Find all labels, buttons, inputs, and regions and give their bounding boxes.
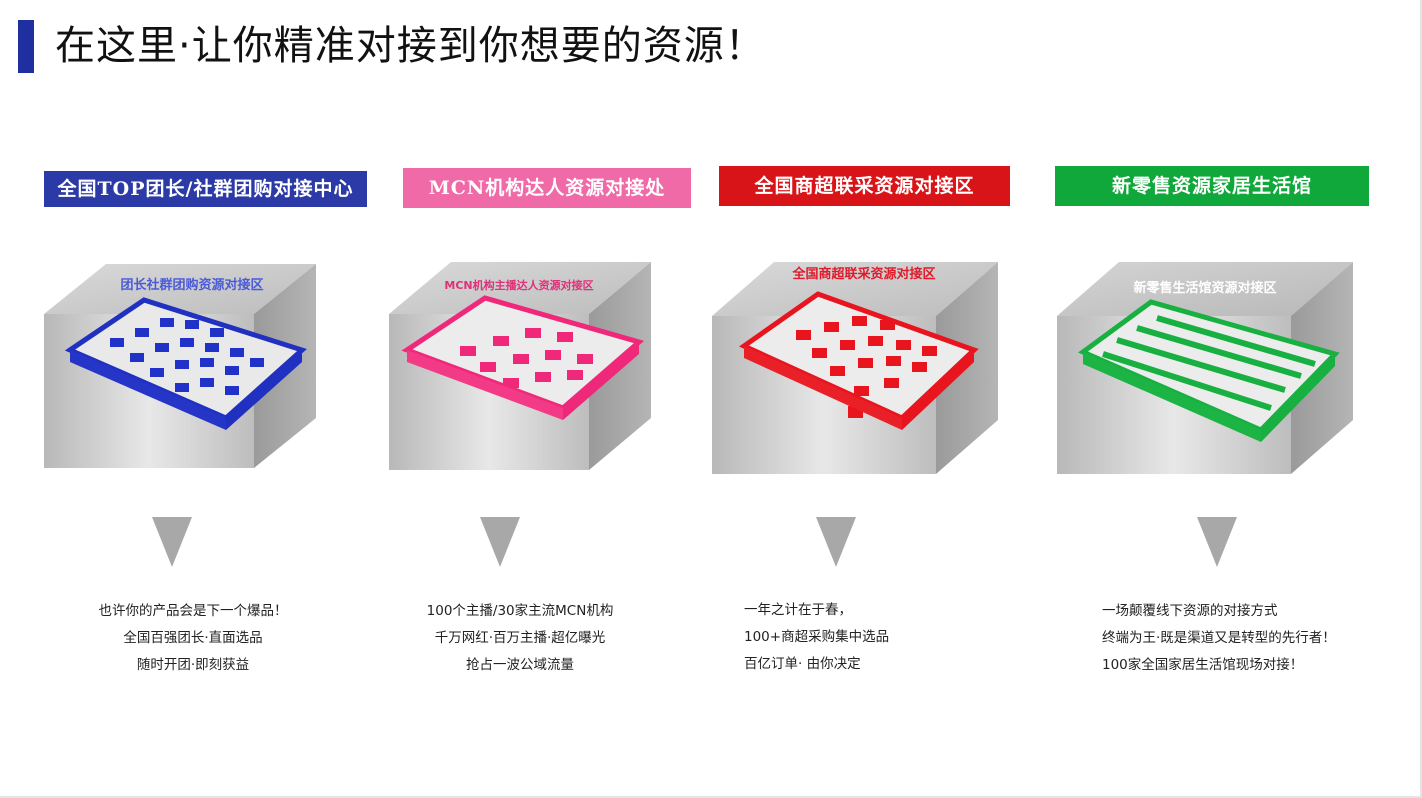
mcn-hall-image: MCN机构主播达人资源对接区 bbox=[389, 262, 651, 470]
group-buying-hall-image: 团长社群团购资源对接区 bbox=[44, 264, 316, 468]
description-line: 100+商超采购集中选品 bbox=[744, 629, 890, 645]
title-accent-bar bbox=[18, 20, 34, 73]
box-caption: 新零售生活馆资源对接区 bbox=[1133, 280, 1276, 296]
description-line: 随时开团·即刻获益 bbox=[136, 657, 250, 673]
zone-description: 一场颠覆线下资源的对接方式 终端为王·既是渠道又是转型的先行者！ 100家全国家… bbox=[1102, 598, 1362, 679]
zone-description: 100个主播/30家主流MCN机构 千万网红·百万主播·超亿曝光 抢占一波公域流… bbox=[405, 598, 635, 679]
description-line: 百亿订单· 由你决定 bbox=[744, 656, 861, 672]
zone-label-new-retail: 新零售资源家居生活馆 bbox=[1055, 166, 1369, 206]
down-arrow-icon bbox=[816, 517, 856, 567]
description-line: 一场颠覆线下资源的对接方式 bbox=[1102, 603, 1278, 619]
page-title: 在这里·让你精准对接到你想要的资源！ bbox=[55, 23, 766, 69]
description-line: 100家全国家居生活馆现场对接！ bbox=[1102, 657, 1304, 673]
zone-description: 一年之计在于春， 100+商超采购集中选品 百亿订单· 由你决定 bbox=[744, 597, 944, 678]
zone-label-group-buying: 全国TOP团长/社群团购对接中心 bbox=[44, 171, 367, 207]
zone-description: 也许你的产品会是下一个爆品！ 全国百强团长·直面选品 随时开团·即刻获益 bbox=[88, 598, 298, 679]
down-arrow-icon bbox=[152, 517, 192, 567]
description-line: 全国百强团长·直面选品 bbox=[123, 630, 263, 646]
box-caption: 团长社群团购资源对接区 bbox=[120, 277, 263, 293]
description-line: 100个主播/30家主流MCN机构 bbox=[426, 603, 614, 619]
zone-label-supermarket: 全国商超联采资源对接区 bbox=[719, 166, 1010, 206]
box-caption: MCN机构主播达人资源对接区 bbox=[444, 278, 593, 292]
box-caption: 全国商超联采资源对接区 bbox=[791, 266, 935, 282]
new-retail-hall-image: 新零售生活馆资源对接区 bbox=[1057, 262, 1353, 474]
supermarket-hall-image: 全国商超联采资源对接区 bbox=[712, 262, 998, 474]
description-line: 也许你的产品会是下一个爆品！ bbox=[98, 603, 288, 619]
description-line: 抢占一波公域流量 bbox=[466, 657, 574, 673]
description-line: 千万网红·百万主播·超亿曝光 bbox=[434, 630, 606, 646]
down-arrow-icon bbox=[480, 517, 520, 567]
description-line: 终端为王·既是渠道又是转型的先行者！ bbox=[1102, 630, 1336, 646]
down-arrow-icon bbox=[1197, 517, 1237, 567]
description-line: 一年之计在于春， bbox=[744, 602, 852, 618]
zone-label-mcn: MCN机构达人资源对接处 bbox=[403, 168, 691, 208]
